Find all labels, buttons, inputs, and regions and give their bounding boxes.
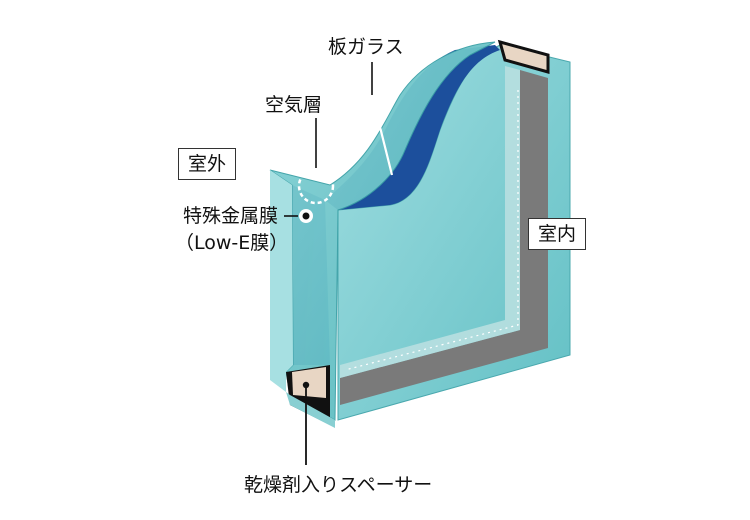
air-layer-marker	[297, 167, 335, 205]
bottom-desiccant-dot	[302, 381, 310, 389]
bottom-desiccant	[292, 367, 326, 398]
front-glass-edge	[270, 170, 293, 392]
top-spacer-cap	[497, 39, 550, 74]
front-glass-pane	[269, 41, 496, 421]
spacer-label: 乾燥剤入りスペーサー	[244, 474, 433, 496]
metal-film-sublabel: （Low-E膜）	[175, 232, 289, 254]
outdoor-label: 室外	[178, 148, 237, 180]
front-glass-bottom-edge	[270, 380, 335, 428]
plate-glass-label: 板ガラス	[328, 36, 404, 58]
spacer-dotted-line	[344, 90, 519, 371]
spacer-frame	[340, 70, 548, 405]
indoor-label: 室内	[528, 218, 587, 250]
air-layer-label: 空気層	[265, 94, 323, 116]
low-e-marker-dot	[302, 212, 310, 220]
metal-film-label: 特殊金属膜	[183, 205, 279, 227]
